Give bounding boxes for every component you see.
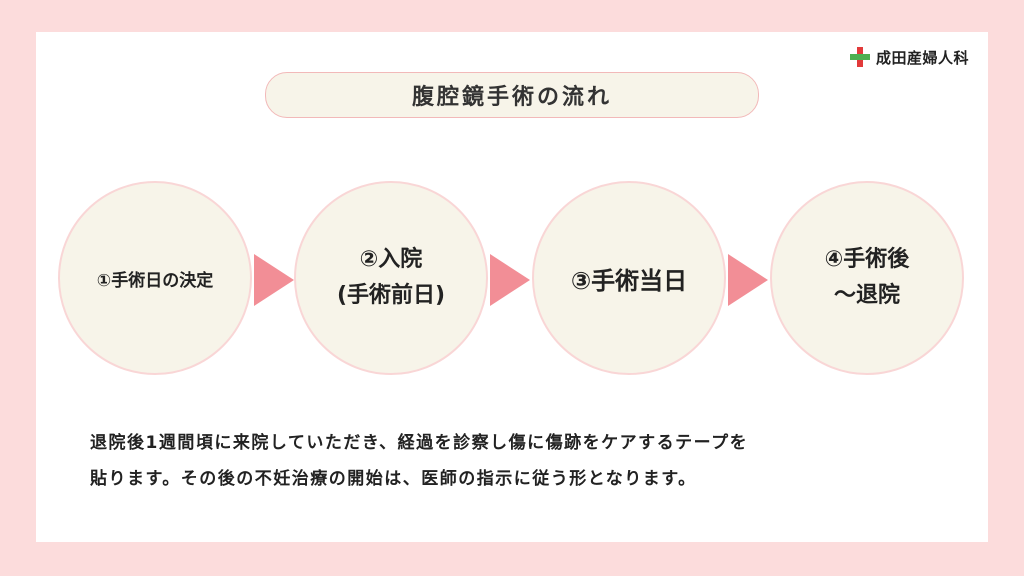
step-2-circle: ②入院 (手術前日) (294, 181, 488, 375)
description-line-2: 貼ります。その後の不妊治療の開始は、医師の指示に従う形となります。 (90, 469, 697, 489)
description-text: 退院後1週間頃に来院していただき、経過を診察し傷に傷跡をケアするテープを 貼りま… (90, 425, 950, 497)
step-4-label: ④手術後 〜退院 (824, 247, 910, 308)
page-title: 腹腔鏡手術の流れ (265, 72, 759, 118)
step-1-label: ①手術日の決定 (96, 270, 214, 291)
step-4-circle: ④手術後 〜退院 (770, 181, 964, 375)
step-3-label: ③手術当日 (570, 266, 688, 295)
arrow-1-icon (254, 254, 294, 306)
step-2-label: ②入院 (手術前日) (336, 247, 446, 308)
step-3-circle: ③手術当日 (532, 181, 726, 375)
medical-cross-icon (850, 47, 870, 67)
clinic-logo: 成田産婦人科 (850, 46, 969, 68)
arrow-2-icon (490, 254, 530, 306)
arrow-3-icon (728, 254, 768, 306)
clinic-name: 成田産婦人科 (876, 48, 970, 67)
step-1-circle: ①手術日の決定 (58, 181, 252, 375)
description-line-1: 退院後1週間頃に来院していただき、経過を診察し傷に傷跡をケアするテープを (90, 433, 749, 453)
